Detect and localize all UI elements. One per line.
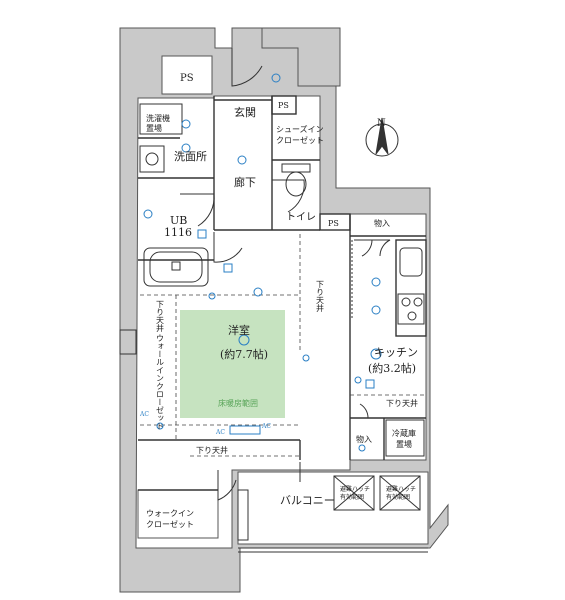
outlet-icon bbox=[358, 444, 366, 452]
doors bbox=[180, 48, 391, 501]
storage-top-label: 物入 bbox=[374, 218, 390, 228]
hatch-1-label-b: 有効範囲 bbox=[340, 493, 364, 501]
toilet-icon bbox=[281, 163, 311, 197]
western-room-label: 洋室 bbox=[228, 323, 250, 337]
washer-label-1: 洗濯機 bbox=[146, 113, 170, 123]
ac-label-1: AC bbox=[215, 429, 225, 436]
sink-icon bbox=[399, 247, 423, 277]
ceiling-light-icon bbox=[253, 287, 263, 297]
walk-in-closet-bottom-label-1: ウォークイン bbox=[146, 509, 194, 518]
room-labels: PS 玄関 PS シューズイン クローゼット 洗濯機 置場 洗面所 廊下 トイレ… bbox=[139, 73, 418, 529]
hatch-2-label-a: 避難ハッチ bbox=[386, 485, 416, 493]
compass-n-label: N bbox=[377, 118, 386, 129]
ceiling-light-icon bbox=[371, 277, 381, 287]
hatch-2-label-b: 有効範囲 bbox=[386, 493, 410, 501]
western-area-label: (約7.7帖) bbox=[220, 347, 268, 361]
lowered-ceiling-mid-label: 下り天井 bbox=[316, 280, 325, 313]
outlet-icon bbox=[302, 354, 310, 362]
lowered-ceiling-bottom-label: 下り天井 bbox=[196, 445, 228, 455]
smoke-detector-icon bbox=[181, 119, 191, 129]
storage-bottom-label: 物入 bbox=[356, 434, 372, 444]
electrical-symbols bbox=[143, 73, 382, 452]
stove-icon bbox=[397, 293, 425, 325]
walk-in-closet-vertical-label: ウォールインクローゼット bbox=[156, 334, 165, 430]
washer-label-2: 置場 bbox=[146, 123, 162, 133]
ps-mid-label: PS bbox=[328, 219, 339, 228]
ac-label-2: AC bbox=[261, 423, 271, 430]
floor-heating-label: 床暖房範囲 bbox=[218, 398, 258, 408]
compass-icon bbox=[365, 117, 399, 157]
lowered-ceiling-left-label: 下り天井 bbox=[156, 300, 165, 333]
basin-icon bbox=[139, 145, 165, 173]
outlet-icon bbox=[354, 376, 362, 384]
fridge-box bbox=[385, 419, 425, 457]
balcony-label: バルコニー bbox=[280, 494, 335, 507]
ceiling-light-icon bbox=[181, 143, 191, 153]
lowered-ceiling-kitchen-label: 下り天井 bbox=[386, 398, 418, 408]
hatch-boxes bbox=[333, 475, 421, 511]
ps-top-label: PS bbox=[180, 73, 194, 84]
kitchen-area-label: (約3.2帖) bbox=[368, 361, 416, 375]
outlet-icon bbox=[208, 292, 216, 300]
hatch-1-label-a: 避難ハッチ bbox=[340, 485, 370, 493]
bathtub-icon bbox=[143, 247, 209, 287]
ceiling-light-icon bbox=[370, 348, 382, 360]
ceiling-light-icon bbox=[237, 155, 247, 165]
ceiling-light-icon bbox=[371, 305, 381, 315]
washer-box bbox=[139, 103, 183, 135]
shoes-closet-label-1: シューズイン bbox=[276, 124, 324, 134]
windows bbox=[119, 329, 428, 553]
entrance-label: 玄関 bbox=[234, 105, 256, 119]
shoes-closet-label-2: クローゼット bbox=[276, 135, 324, 145]
ceiling-light-icon bbox=[143, 209, 153, 219]
floor-heating-area bbox=[180, 310, 285, 418]
fridge-label-2: 置場 bbox=[396, 439, 412, 449]
lowered-ceiling-lines bbox=[140, 234, 426, 457]
ac-label-3: AC bbox=[139, 411, 149, 418]
kitchen-label: キッチン bbox=[374, 346, 418, 359]
toilet-label: トイレ bbox=[286, 212, 316, 223]
ub-size-label: 1116 bbox=[164, 226, 192, 239]
walk-in-closet-bottom-label-2: クローゼット bbox=[146, 519, 194, 529]
ub-label: UB bbox=[170, 214, 187, 227]
washroom-label: 洗面所 bbox=[174, 150, 207, 163]
outlet-icon bbox=[156, 422, 164, 430]
hallway-label: 廊下 bbox=[234, 175, 256, 189]
ps-entrance-label: PS bbox=[278, 101, 289, 110]
ceiling-light-icon bbox=[238, 334, 250, 346]
fridge-label-1: 冷蔵庫 bbox=[392, 428, 416, 438]
outlet-icon bbox=[271, 73, 281, 83]
